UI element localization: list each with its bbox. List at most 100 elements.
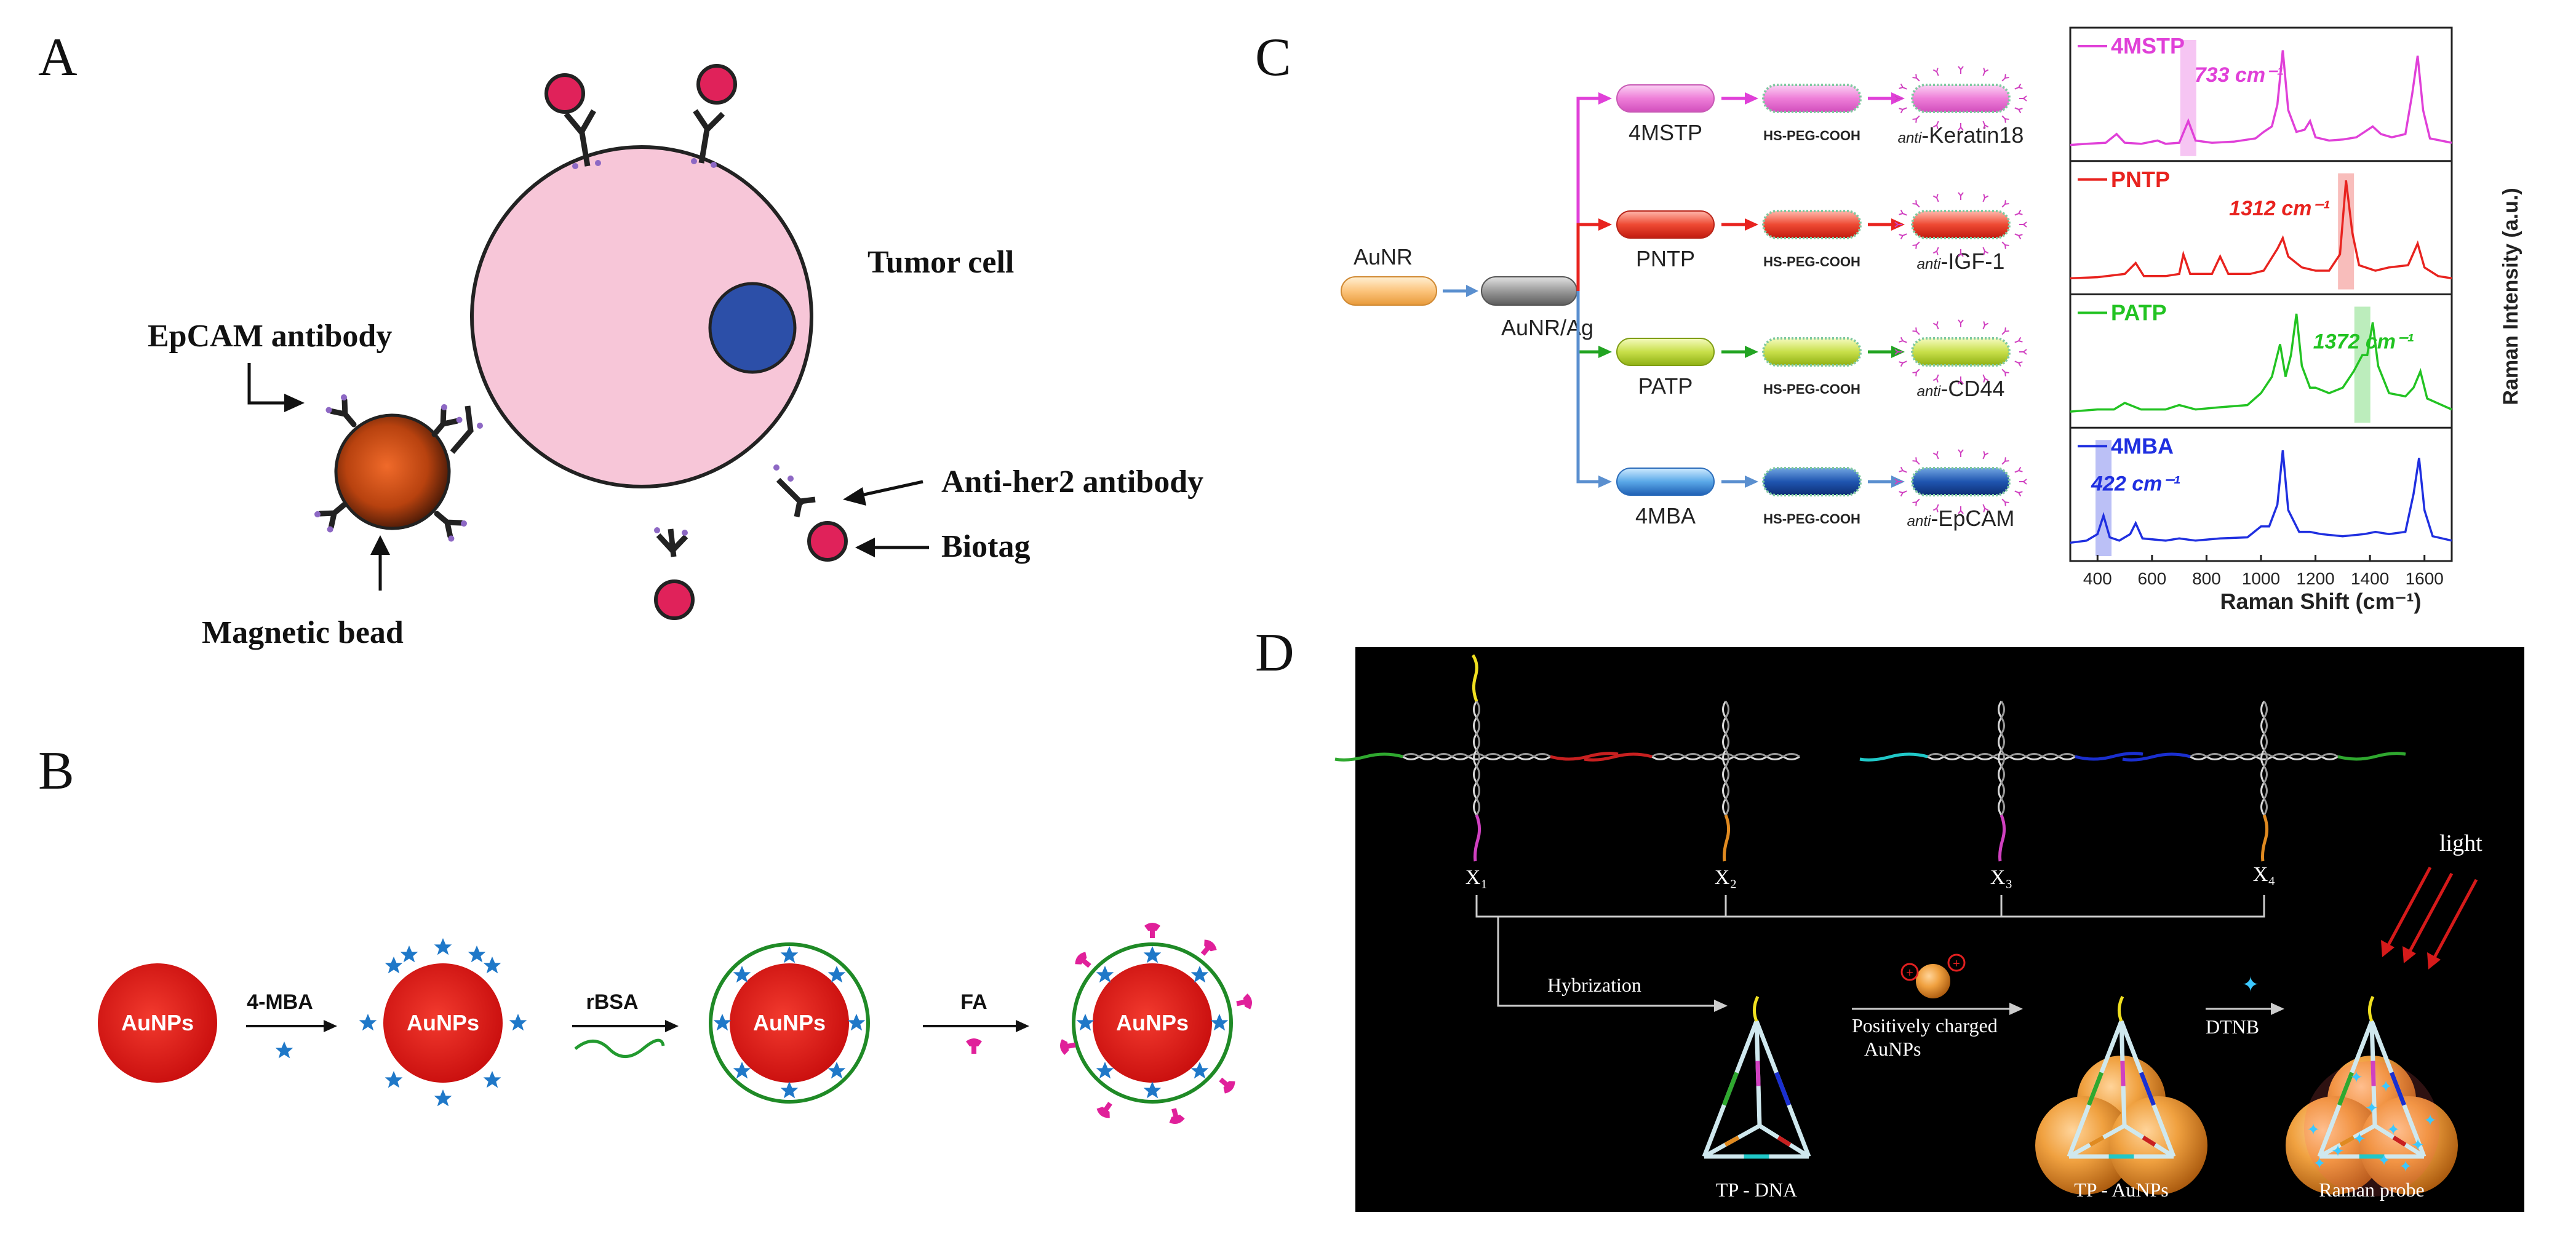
positively-charged-label-1: Positively charged [1852, 1014, 1998, 1037]
chart-xlabel: Raman Shift (cm⁻¹) [2220, 589, 2421, 614]
hybridization-label: Hybrization [1547, 974, 1641, 996]
svg-text:anti-Keratin18: anti-Keratin18 [1898, 122, 2024, 148]
antibody-spike [1898, 336, 1908, 346]
dtnb-marker-icon: ✦ [2387, 1121, 2400, 1139]
anti-prefix: anti [1917, 383, 1941, 400]
svg-text:anti-CD44: anti-CD44 [1917, 376, 2005, 401]
dna-cross-4 [2122, 701, 2406, 862]
her2-antibody-bottom [654, 527, 695, 620]
antibody-spike [2000, 327, 2010, 337]
antibody-spike [1932, 67, 1942, 78]
dtnb-marker-icon: ✦ [2307, 1121, 2320, 1139]
antibody-spike [2013, 488, 2024, 497]
svg-text:+: + [1906, 966, 1913, 980]
antibody-spike [1932, 245, 1942, 256]
spectrum-line-4mstp [2070, 50, 2452, 146]
step-arrow-1: 4-MBA [246, 990, 337, 1059]
positively-charged-aunp: + + [1900, 953, 1966, 998]
branch-lines [1576, 92, 1612, 488]
antibody-spike [1932, 450, 1942, 461]
antibody-spike [1912, 456, 1922, 467]
legend-label: PATP [2111, 300, 2167, 325]
her2-antibody-top-left [544, 73, 601, 169]
her2-antibody-top-right [691, 64, 737, 168]
merge-bracket [1475, 895, 2265, 1007]
antibody-spike [2000, 496, 2010, 507]
antibody-spike [1980, 193, 1989, 204]
functionalization-rows: 4MSTP HS-PEG-COOH anti-Keratin18 PNTP HS… [1616, 84, 2024, 531]
antibody-spike [1932, 193, 1942, 204]
antibody-spike [2000, 199, 2010, 210]
antibody-spike [2019, 95, 2027, 102]
antibody-spike [1912, 73, 1922, 84]
aunp-mba: AuNPs [359, 938, 527, 1107]
bottom-labels: TP - DNA TP - AuNPs Raman probe [1716, 1179, 2425, 1201]
x-tick-label: 1000 [2242, 569, 2280, 588]
dtnb-marker-icon: ✦ [2353, 1130, 2366, 1148]
antibody-spike [1898, 358, 1908, 367]
dtnb-marker-icon: ✦ [2379, 1078, 2393, 1096]
anti-prefix: anti [1907, 513, 1931, 530]
epcam-antibody-bridge [450, 405, 483, 454]
tumor-cell [470, 145, 813, 488]
antibody-spike [2013, 231, 2024, 240]
x3-label: X₃ [1990, 866, 2012, 889]
antibody-spike [2000, 73, 2010, 84]
raman-probe-label: Raman probe [2319, 1179, 2425, 1201]
x-tick-label: 400 [2083, 569, 2112, 588]
dtnb-marker-icon: ✦ [2399, 1158, 2412, 1176]
her2-label: Anti-her2 antibody [941, 464, 1203, 500]
dtnb-marker-icon: ✦ [2411, 1136, 2425, 1155]
panel-c: C AuNR AuNR/Ag 4MSTP [1255, 26, 2522, 614]
target-label: -CD44 [1940, 376, 2004, 401]
antibody-spike [1898, 231, 1908, 240]
aunr-label: AuNR [1354, 244, 1413, 269]
anti-prefix: anti [1917, 256, 1941, 273]
antibody-spike [1912, 239, 1922, 250]
dtnb-label: DTNB [2206, 1016, 2259, 1038]
x2-label: X₂ [1715, 866, 1737, 889]
peg-label: HS-PEG-COOH [1763, 254, 1860, 269]
aunp-label-4: AuNPs [1116, 1010, 1189, 1035]
svg-text:anti-IGF-1: anti-IGF-1 [1917, 249, 2005, 274]
anti-prefix: anti [1898, 130, 1922, 146]
antibody-spike [1932, 320, 1942, 331]
aunp-label-1: AuNPs [121, 1010, 194, 1035]
antibody-spike [1980, 67, 1989, 78]
epcam-antibody-label: EpCAM antibody [148, 319, 392, 354]
positively-charged-label-2: AuNPs [1864, 1038, 1921, 1060]
antibody-spike [2019, 349, 2027, 355]
target-label: -IGF-1 [1940, 249, 2004, 274]
x4-label: X₄ [2253, 863, 2275, 886]
raman-spectra-chart: Raman Shift (cm⁻¹) Raman Intensity (a.u.… [2069, 26, 2522, 614]
x1-label: X₁ [1465, 866, 1488, 889]
antibody-spike [1958, 319, 1964, 328]
dtnb-marker-icon: ✦ [2242, 973, 2260, 997]
spectrum-line-pntp [2070, 180, 2452, 280]
magnetic-bead [334, 413, 451, 530]
subscript-labels: X₁ X₂ X₃ X₄ [1465, 863, 2275, 889]
dna-cross-strands [1334, 654, 2406, 862]
antibody-spike [2013, 209, 2024, 218]
antibody-spike [1980, 320, 1989, 331]
antibody-spike [2000, 239, 2010, 250]
antibody-spike [2013, 466, 2024, 476]
aunp-fa: AuNPs [1059, 923, 1253, 1126]
svg-text:+: + [1953, 957, 1960, 971]
antibody-spike [2019, 479, 2027, 485]
dtnb-marker-icon: ✦ [2365, 1099, 2379, 1118]
panel-c-letter: C [1255, 28, 1291, 87]
dtnb-marker-icon: ✦ [2313, 1155, 2326, 1173]
peak-label: 733 cm⁻¹ [2195, 63, 2284, 87]
antibody-spike [2013, 336, 2024, 346]
antibody-spike [2019, 221, 2027, 228]
antibody-spike [1958, 192, 1964, 201]
tumor-nucleus [708, 282, 797, 374]
panel-b-letter: B [38, 741, 74, 801]
reporter-label: 4MBA [1635, 503, 1696, 528]
dna-cross-1 [1334, 654, 1619, 862]
epcam-arrow [247, 363, 289, 405]
antibody-spike [2013, 105, 2024, 114]
step-arrow-3: FA [923, 990, 1029, 1054]
tetrahedron-frame [2317, 995, 2426, 1159]
